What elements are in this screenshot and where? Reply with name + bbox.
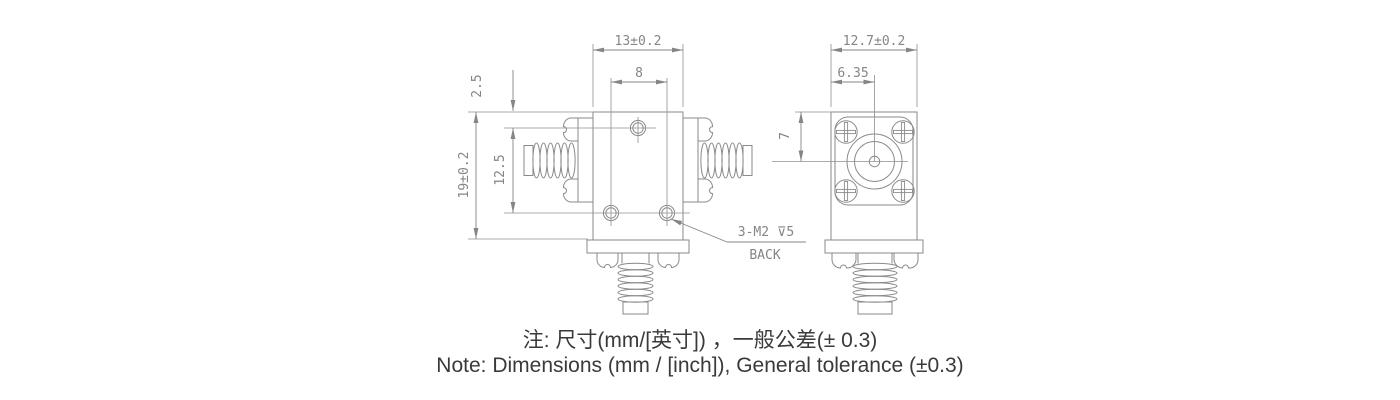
dim-top-to-center-label: 7 (778, 132, 793, 140)
front-dimension-lines (473, 47, 806, 243)
dim-front-height-label: 19±0.2 (457, 152, 472, 199)
tapped-hole-note-label: 3-M2 ⊽5 (738, 225, 794, 240)
dim-center-offset-label: 6.35 (837, 66, 868, 81)
side-body (824, 111, 924, 254)
dim-side-width-label: 12.7±0.2 (843, 34, 906, 49)
dim-hole-vertical-label: 12.5 (493, 154, 508, 185)
drawing-notes: 注: 尺寸(mm/[英寸]) ，一般公差(± 0.3) Note: Dimens… (0, 329, 1400, 378)
dim-front-width-label: 13±0.2 (615, 34, 662, 49)
phillips-screw-bottom-left (834, 179, 858, 203)
dim-top-offset-label: 2.5 (470, 74, 485, 97)
side-dimension-lines (798, 47, 917, 162)
mounting-hole-top (629, 117, 647, 143)
front-view: 13±0.2 8 2.5 12.5 19±0.2 3-M2 ⊽5 BACK (457, 34, 806, 315)
note-line-english: Note: Dimensions (mm / [inch]), General … (436, 353, 964, 377)
note-line-chinese: 注: 尺寸(mm/[英寸]) ，一般公差(± 0.3) (522, 329, 878, 352)
side-view: 12.7±0.2 6.35 7 (772, 34, 924, 315)
side-extension-lines (772, 44, 918, 162)
phillips-screw-bottom-right (891, 179, 915, 203)
sma-connector-bottom-front (596, 253, 680, 315)
phillips-screw-top-right (891, 120, 915, 144)
sma-connector-right (682, 117, 753, 203)
sma-connector-left (523, 117, 594, 203)
sma-connector-bottom-side (831, 253, 919, 315)
phillips-screw-top-left (834, 120, 858, 144)
front-extension-lines (468, 44, 690, 240)
dim-hole-spacing-label: 8 (635, 66, 643, 81)
tapped-hole-side-label: BACK (749, 248, 780, 263)
